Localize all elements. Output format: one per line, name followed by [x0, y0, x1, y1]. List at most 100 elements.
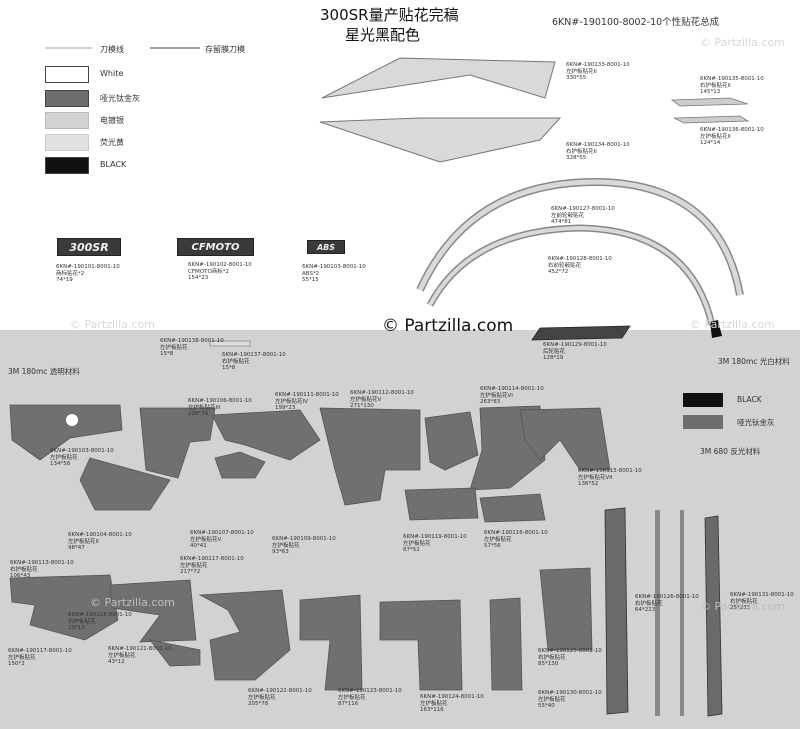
panel-hole: [66, 414, 78, 426]
panel-code-15: 6KN#-190117-8001-10 左护板贴花 150*2: [8, 648, 72, 667]
code-plate-a: 6KN#-190138-8001-10 左护板贴花 15*8: [160, 338, 224, 357]
legend-swatch-silver: [45, 112, 89, 129]
legend-knife-line-label: 刀模线: [100, 45, 124, 54]
code-stripe-b: 6KN#-190134-8001-10 右护板贴花II 328*55: [566, 142, 630, 161]
watermark-bottom-right: © Partzilla.com: [700, 600, 785, 613]
code-tag: 6KN#-190129-8001-10 后轮贴花 128*19: [543, 342, 607, 361]
panel-code-16: 6KN#-190121-8001-10 左护板贴花 43*12: [108, 646, 172, 665]
panel-code-11: 6KN#-190116-8001-10 左护板贴花 57*56: [484, 530, 548, 549]
plate-a: [209, 340, 251, 347]
material-grey-label: 哑光钛金灰: [737, 418, 775, 427]
panel-code-6: 6KN#-190115-8001-10 左护板贴花VII 136*52: [578, 468, 642, 487]
legend-swatch-grey: [45, 90, 89, 107]
legend-label-grey: 哑光钛金灰: [100, 94, 140, 103]
panel-code-19: 6KN#-190124-8001-10 左护板贴花 163*116: [420, 694, 484, 713]
panel-code-22: 6KN#-190131-8001-10 右护板贴花 25*233: [730, 592, 794, 611]
panel-code-23: 6KN#-190130-8001-10 左护板贴花 55*40: [538, 690, 602, 709]
legend-label-black: BLACK: [100, 160, 127, 169]
panel-code-12: 6KN#-190113-8001-10 右护板贴花 106*43: [10, 560, 74, 579]
panel-shape-6: [319, 407, 421, 506]
panel-shape-7: [424, 411, 479, 471]
code-plate-b: 6KN#-190137-8001-10 右护板贴花 15*8: [222, 352, 286, 371]
tag-decal: [531, 325, 631, 341]
material-clear: 3M 180mc 透明材料: [8, 367, 80, 376]
panel-code-20: 6KN#-190125-8001-10 右护板贴花 85*130: [538, 648, 602, 667]
panel-code-9: 6KN#-190109-8001-10 左护板贴花 93*63: [272, 536, 336, 555]
code-arc-a: 6KN#-190127-8001-10 左前轮毂贴花 474*81: [551, 206, 615, 225]
panel-code-8: 6KN#-190107-8001-10 左护板贴花V 40*41: [190, 530, 254, 549]
watermark-top-right: © Partzilla.com: [700, 36, 785, 49]
panel-code-17: 6KN#-190122-8001-10 左护板贴花 205*78: [248, 688, 312, 707]
panel-code-1: 6KN#-190103-8001-10 左护板贴花 134*58: [50, 448, 114, 467]
material-swatch-black: [683, 393, 723, 407]
panel-code-7: 6KN#-190104-8001-10 左护板贴花II 98*47: [68, 532, 132, 551]
panel-code-18: 6KN#-190123-8001-10 左护板贴花 87*116: [338, 688, 402, 707]
logo-300sr-text: 300SR: [69, 240, 109, 254]
code-stripe-a: 6KN#-190133-8001-10 左护板贴花II 330*55: [566, 62, 630, 81]
code-small-b: 6KN#-190136-8001-10 左护板贴花II 124*14: [700, 127, 764, 146]
legend-label-silver: 电镀银: [100, 116, 124, 125]
logo-abs-text: ABS: [316, 242, 336, 252]
panel-shape-10: [404, 487, 479, 521]
legend-swatch-white: [45, 66, 89, 83]
panel-shape-5: [211, 409, 321, 461]
logo-300sr-code: 6KN#-190101-8001-10 商标贴花*2 74*19: [56, 264, 120, 283]
legend-label-white: White: [100, 69, 124, 78]
arc-inner: [426, 224, 716, 326]
arc-tip: [710, 320, 722, 338]
watermark-left: © Partzilla.com: [70, 318, 155, 331]
vertical-strip-right: [704, 515, 723, 717]
legend-swatch-black: [45, 157, 89, 174]
panel-shape-1: [9, 404, 123, 461]
panel-shape-15: [299, 594, 363, 691]
panel-code-5: 6KN#-190114-8001-10 左护板贴花VI 263*83: [480, 386, 544, 405]
logo-300sr: 300SR: [57, 238, 121, 256]
panel-shape-16: [379, 599, 463, 691]
panel-code-3: 6KN#-190111-8001-10 左护板贴花IV 199*23: [275, 392, 339, 411]
panel-code-4: 6KN#-190112-8001-10 左护板贴花V 271*130: [350, 390, 414, 409]
arc-inner-fill: [428, 225, 714, 326]
panel-code-2: 6KN#-190106-8001-10 左护板贴花III 208*76: [188, 398, 252, 417]
vertical-strip-thin-2: [680, 510, 684, 716]
stripe-upper: [321, 57, 556, 99]
small-strip-a: [670, 97, 749, 107]
logo-abs: ABS: [307, 240, 345, 254]
panel-shape-9: [519, 407, 611, 471]
arc-outer-inner: [417, 179, 743, 296]
panel-shape-2: [139, 407, 216, 479]
legend-label-yellow: 荧光黄: [100, 138, 124, 147]
assembly-part-number: 6KN#-190100-8002-10个性贴花总成: [552, 17, 720, 28]
material-black-label: BLACK: [737, 395, 762, 404]
vertical-strip-thin: [655, 510, 660, 716]
code-arc-b: 6KN#-190128-8001-10 右前轮毂贴花 452*72: [548, 256, 612, 275]
panel-shape-19: [149, 639, 201, 667]
panel-shape-14: [198, 589, 291, 681]
panel-shape-12: [9, 574, 119, 641]
material-white: 3M 180mc 光白材料: [718, 357, 790, 366]
page-title: 300SR量产贴花完稿: [320, 6, 459, 24]
panel-code-10: 6KN#-190119-8001-10 左护板贴花 87*52: [403, 534, 467, 553]
watermark-bottom-left: © Partzilla.com: [90, 596, 175, 609]
panel-code-21: 6KN#-190126-8001-10 右护板贴花 64*223: [635, 594, 699, 613]
material-swatch-grey: [683, 415, 723, 429]
panel-code-14: 6KN#-190118-8001-10 右护板贴花 29*13: [68, 612, 132, 631]
legend-swatch-yellow: [45, 134, 89, 151]
small-strip-b: [673, 115, 750, 124]
logo-cfmoto-code: 6KN#-190102-8001-10 CFMOTO商标*2 154*23: [188, 262, 252, 281]
logo-abs-code: 6KN#-190103-8001-10 ABS*2 55*15: [302, 264, 366, 283]
watermark-main: © Partzilla.com: [382, 316, 514, 336]
logo-cfmoto: CFMOTO: [177, 238, 254, 256]
stripe-lower: [319, 117, 562, 163]
panel-shape-17: [489, 597, 523, 691]
logo-cfmoto-text: CFMOTO: [191, 241, 240, 253]
code-small-a: 6KN#-190135-8001-10 右护板贴花II 145*13: [700, 76, 764, 95]
panel-shape-3: [214, 451, 266, 479]
material-reflective: 3M 680 反光材料: [700, 447, 761, 456]
panel-shape-4: [79, 457, 171, 511]
vertical-strip-cfmoto: [604, 507, 629, 715]
panel-shape-18: [539, 567, 593, 651]
panel-shape-13: [109, 579, 197, 643]
panel-code-13: 6KN#-190117-8001-10 左护板贴花 217*72: [180, 556, 244, 575]
page-subtitle: 星光黑配色: [345, 26, 421, 44]
